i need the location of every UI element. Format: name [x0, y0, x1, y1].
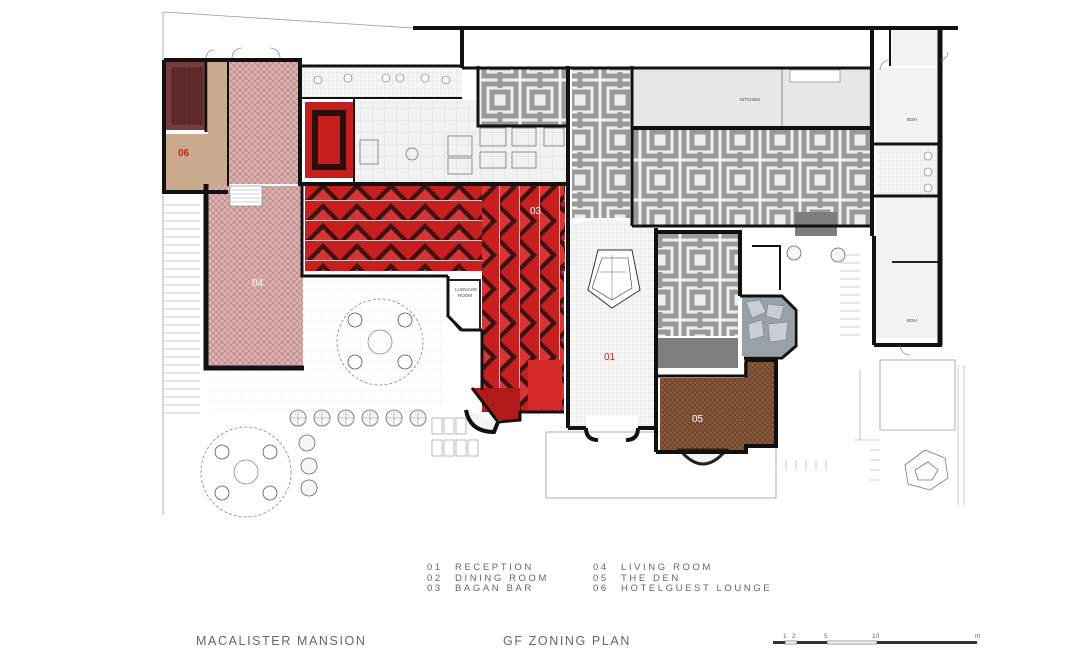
label-03: 03 [530, 206, 542, 217]
corridor-maze [572, 68, 630, 218]
boh-bottom [876, 198, 938, 338]
scale-tick-10: 10 [872, 633, 880, 640]
scale-bar [773, 640, 977, 645]
project-title: MACALISTER MANSION [196, 634, 367, 648]
label-06: 06 [178, 148, 190, 159]
label-luggage-2: ROOM [458, 293, 472, 298]
boh-top [876, 68, 938, 142]
maze-floor-main [632, 130, 870, 226]
lounge-06 [166, 134, 208, 190]
service-counter [795, 212, 837, 236]
courtyard-paving [305, 280, 445, 410]
label-kitchen: KITCHEN [740, 97, 760, 102]
stair-core-right [892, 28, 942, 66]
scale-tick-1: 1 [783, 633, 787, 640]
the-den-05 [660, 378, 746, 450]
dining-tables [359, 127, 565, 175]
scale-tick-2: 2 [792, 633, 796, 640]
door-swings [205, 47, 949, 356]
toilets [302, 68, 462, 98]
scale-unit: m [975, 633, 981, 640]
walls [162, 26, 958, 454]
maze-floor-lower [658, 232, 738, 336]
plan-title: GF ZONING PLAN [503, 634, 631, 648]
rock-feature [904, 449, 949, 491]
benches [431, 417, 479, 457]
label-luggage-1: LUGGAGE [455, 287, 477, 292]
terrace-paving [205, 370, 310, 415]
scale-tick-5: 5 [824, 633, 828, 640]
living-room-04 [208, 186, 303, 366]
outdoor-table-upper [336, 298, 424, 386]
label-boh-top: BOH [907, 117, 917, 122]
tree-spokes [290, 410, 426, 426]
outdoor-table-lower [200, 426, 292, 518]
bar-bay [464, 409, 500, 435]
den-shelf [658, 338, 738, 368]
living-room-upper [228, 62, 298, 184]
label-04: 04 [252, 278, 264, 289]
label-boh-bottom: BOH [907, 318, 917, 323]
maze-floor-upper [480, 68, 568, 126]
label-01: 01 [604, 352, 616, 363]
parking-stripes [165, 204, 965, 505]
label-05: 05 [692, 414, 704, 425]
